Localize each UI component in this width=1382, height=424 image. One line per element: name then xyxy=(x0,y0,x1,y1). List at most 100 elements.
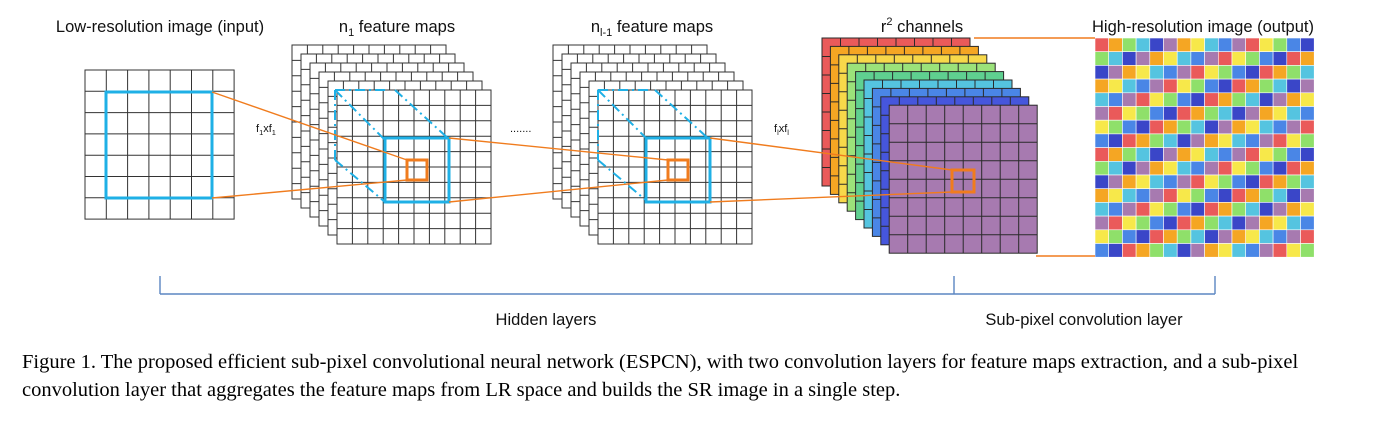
hr-pixel xyxy=(1122,229,1137,244)
hr-pixel xyxy=(1135,119,1151,135)
hr-pixel xyxy=(1163,65,1178,80)
hr-pixel xyxy=(1176,37,1192,52)
hr-pixel xyxy=(1094,161,1109,176)
hr-pixel xyxy=(1286,51,1301,66)
hr-pixel xyxy=(1163,37,1178,52)
hr-pixel xyxy=(1135,37,1151,52)
hr-pixel xyxy=(1231,229,1246,244)
hr-pixel xyxy=(1259,119,1274,135)
hr-pixel xyxy=(1272,202,1288,217)
feature-map-stack-2 xyxy=(552,44,753,245)
hr-pixel xyxy=(1108,78,1123,94)
hr-pixel xyxy=(1245,161,1260,176)
hr-pixel xyxy=(1094,119,1109,135)
hr-pixel xyxy=(1231,78,1246,94)
hr-pixel xyxy=(1122,37,1137,52)
hr-pixel xyxy=(1122,174,1137,189)
hr-pixel xyxy=(1300,229,1315,244)
hr-pixel xyxy=(1122,106,1137,121)
hr-pixel xyxy=(1176,202,1192,217)
hr-pixel xyxy=(1135,147,1151,162)
hr-pixel xyxy=(1094,202,1109,217)
hr-pixel xyxy=(1231,174,1246,189)
hr-pixel xyxy=(1218,119,1233,135)
hr-pixel xyxy=(1190,215,1205,231)
hr-pixel xyxy=(1218,161,1233,176)
hr-pixel xyxy=(1231,202,1246,217)
hr-pixel xyxy=(1149,106,1164,121)
hr-pixel xyxy=(1108,106,1123,121)
hr-pixel xyxy=(1272,65,1288,80)
hr-pixel xyxy=(1245,188,1260,203)
hr-pixel xyxy=(1231,188,1246,203)
hr-pixel xyxy=(1231,147,1246,162)
hr-pixel xyxy=(1163,133,1178,148)
hr-pixel xyxy=(1163,51,1178,66)
hr-pixel xyxy=(1300,92,1315,107)
hr-pixel xyxy=(1135,65,1151,80)
hr-pixel xyxy=(1190,92,1205,107)
hr-pixel xyxy=(1108,133,1123,148)
hr-pixel xyxy=(1245,229,1260,244)
hr-pixel xyxy=(1135,243,1151,258)
hr-pixel xyxy=(1094,188,1109,203)
lr-input-grid xyxy=(84,69,235,220)
hr-pixel xyxy=(1218,106,1233,121)
hr-pixel xyxy=(1259,133,1274,148)
hr-pixel xyxy=(1245,133,1260,148)
hr-pixel xyxy=(1149,65,1164,80)
hr-pixel xyxy=(1231,161,1246,176)
connection-lines xyxy=(211,37,1095,257)
hr-pixel xyxy=(1300,202,1315,217)
hr-pixel xyxy=(1163,119,1178,135)
hr-pixel xyxy=(1108,65,1123,80)
hr-pixel xyxy=(1204,78,1219,94)
hr-pixel xyxy=(1149,147,1164,162)
hr-pixel xyxy=(1176,51,1192,66)
hr-pixel xyxy=(1231,92,1246,107)
hr-pixel xyxy=(1259,92,1274,107)
hr-pixel xyxy=(1286,119,1301,135)
hr-pixel xyxy=(1286,174,1301,189)
hr-pixel xyxy=(1204,243,1219,258)
hr-pixel xyxy=(1231,243,1246,258)
hr-pixel xyxy=(1108,161,1123,176)
stack2-point-box xyxy=(666,158,690,182)
hr-pixel xyxy=(1190,243,1205,258)
hr-pixel xyxy=(1245,78,1260,94)
hr-pixel xyxy=(1163,147,1178,162)
hr-pixel xyxy=(1300,161,1315,176)
hr-pixel xyxy=(1245,65,1260,80)
hr-pixel xyxy=(1218,37,1233,52)
hr-pixel xyxy=(1259,174,1274,189)
hr-pixel xyxy=(1204,202,1219,217)
hr-pixel xyxy=(1286,37,1301,52)
hr-pixel xyxy=(1108,174,1123,189)
hr-pixel xyxy=(1122,161,1137,176)
hr-pixel xyxy=(1231,119,1246,135)
hr-pixel xyxy=(1272,133,1288,148)
hr-pixel xyxy=(1245,174,1260,189)
hr-pixel xyxy=(1231,37,1246,52)
hr-pixel xyxy=(1135,133,1151,148)
hr-pixel xyxy=(1204,133,1219,148)
hr-pixel xyxy=(1163,202,1178,217)
hr-pixel xyxy=(1286,106,1301,121)
hr-pixel xyxy=(1176,65,1192,80)
hr-pixel xyxy=(1176,215,1192,231)
hr-pixel xyxy=(1272,51,1288,66)
hr-pixel xyxy=(1300,188,1315,203)
hr-pixel xyxy=(1108,119,1123,135)
hr-pixel xyxy=(1149,215,1164,231)
hr-pixel xyxy=(1218,202,1233,217)
hr-pixel xyxy=(1300,51,1315,66)
hr-pixel xyxy=(1204,37,1219,52)
hr-pixel xyxy=(1245,243,1260,258)
hr-pixel xyxy=(1149,92,1164,107)
hr-pixel xyxy=(1272,215,1288,231)
hr-output-image xyxy=(1094,37,1315,258)
hr-pixel xyxy=(1245,147,1260,162)
hr-pixel xyxy=(1218,243,1233,258)
hr-pixel xyxy=(1135,78,1151,94)
hr-pixel xyxy=(1231,106,1246,121)
